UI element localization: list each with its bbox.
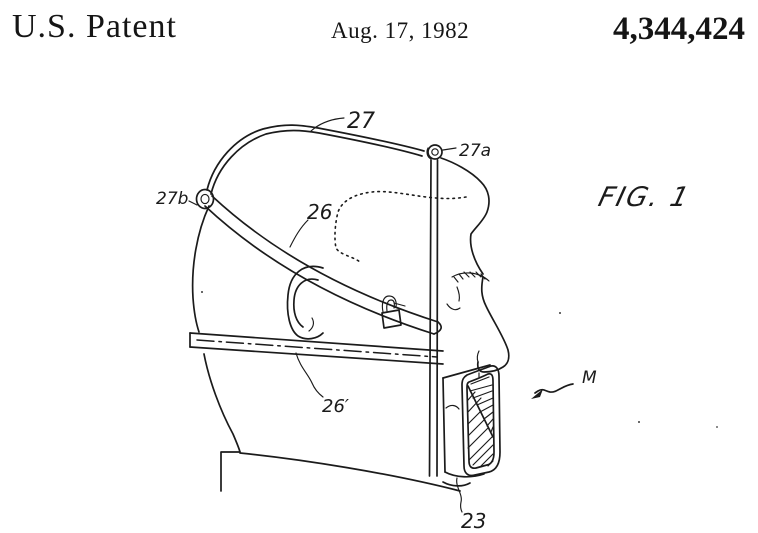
scan-specks <box>201 291 718 428</box>
label-27: 27 <box>347 109 375 134</box>
patent-office-title: U.S. Patent <box>12 8 177 45</box>
eyebrow <box>451 271 490 283</box>
label-m: M <box>582 368 597 388</box>
label-27a: 27a <box>459 141 491 161</box>
neck-strap-26-prime <box>189 332 444 365</box>
patent-number: 4,344,424 <box>613 11 745 47</box>
label-26: 26 <box>307 200 332 224</box>
strap-clasp <box>381 295 406 329</box>
label-27b: 27b <box>156 189 188 209</box>
rear-loop-27b <box>195 188 215 210</box>
eye-marks <box>446 286 461 311</box>
mask-pointer-arrow <box>531 383 574 399</box>
head-profile-outline <box>191 157 510 492</box>
reference-labels: 27 27a 27b 26 26′ 23 M <box>156 109 597 533</box>
grille-hatch <box>467 391 494 467</box>
leader-lines <box>188 117 463 513</box>
label-26-prime: 26′ <box>322 396 349 417</box>
label-23: 23 <box>461 509 486 533</box>
figure-caption: FIG. 1 <box>595 182 693 213</box>
diagonal-strap-26 <box>204 195 443 335</box>
nose <box>476 276 510 373</box>
ear <box>286 265 324 340</box>
front-loop-27a <box>426 144 443 160</box>
patent-date: Aug. 17, 1982 <box>331 18 470 43</box>
front-strap <box>428 159 439 477</box>
headband-strap-27 <box>206 124 425 195</box>
muzzle-mask-23 <box>442 364 501 487</box>
liner-dotted-line <box>334 190 467 263</box>
grille-slats <box>469 376 494 433</box>
